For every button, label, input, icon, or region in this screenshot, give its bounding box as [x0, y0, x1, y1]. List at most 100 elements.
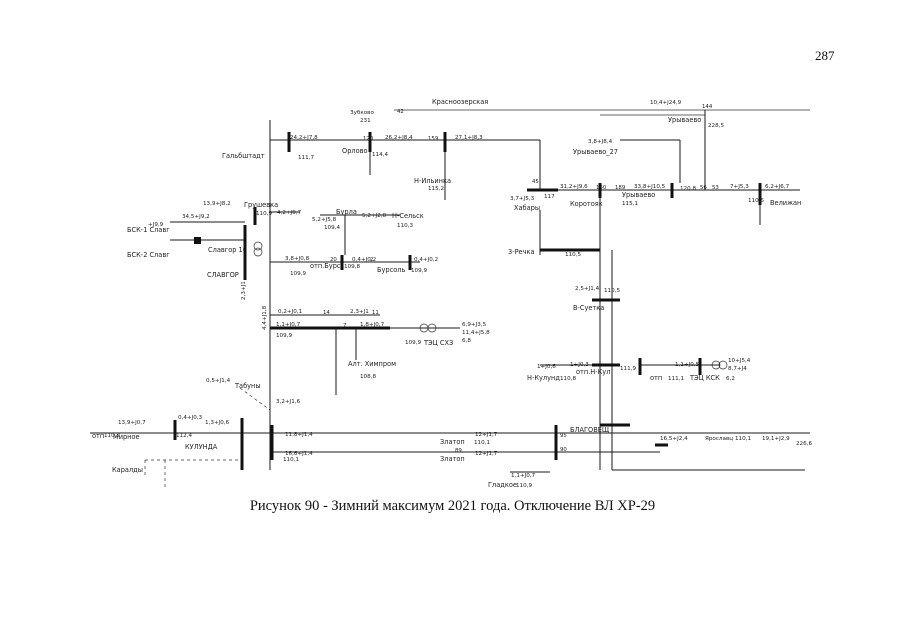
svg-text:7: 7 [343, 323, 346, 329]
label-mirnoe: Мирное [113, 433, 140, 441]
svg-text:24,2+J7,8: 24,2+J7,8 [290, 135, 318, 141]
svg-text:8,7+J4: 8,7+J4 [728, 366, 747, 372]
svg-text:10+J5,4: 10+J5,4 [728, 358, 751, 364]
node-42: 42 [397, 109, 404, 115]
svg-text:26,2+J8,4: 26,2+J8,4 [385, 135, 413, 141]
label-korotoyak: Коротояк [570, 200, 603, 208]
svg-text:0,4+J0,2: 0,4+J0,2 [414, 257, 438, 263]
svg-text:4,2+J0,7: 4,2+J0,7 [277, 210, 302, 216]
volt-n-selsk: 110,3 [397, 223, 413, 229]
label-zlatop2: Златоп [440, 455, 465, 463]
label-zlatop1: Златоп [440, 438, 465, 446]
svg-text:7+J5,3: 7+J5,3 [730, 184, 749, 190]
volt-gladkoe: 110,9 [516, 483, 532, 489]
volt-mirnoe: 112,4 [176, 433, 192, 439]
label-zubkovo: Зубково [350, 110, 374, 116]
svg-text:1,1+J0,7: 1,1+J0,7 [276, 322, 301, 328]
volt-tec-ksk: 6,2 [726, 376, 735, 382]
volt-uryvaevo-top: 228,5 [708, 123, 724, 129]
svg-text:12+J1,7: 12+J1,7 [475, 451, 498, 457]
svg-text:1,1+J0,7: 1,1+J0,7 [511, 473, 536, 479]
label-otp-ksk: отп [650, 374, 662, 382]
label-alt-himprom: Алт. Химпром [348, 360, 396, 368]
svg-text:0,5+J1,4: 0,5+J1,4 [206, 378, 231, 384]
transformer-slavgor-1 [253, 241, 263, 251]
svg-text:45: 45 [532, 179, 539, 185]
volt-galbshtadt: 111,7 [298, 155, 314, 161]
svg-text:2,3+J1: 2,3+J1 [241, 281, 247, 300]
svg-text:95: 95 [560, 433, 567, 439]
volt-n-ilinka: 115,2 [428, 186, 444, 192]
page-number: 287 [815, 48, 835, 63]
label-v-suetka: В-Суетка [573, 304, 604, 312]
svg-text:20: 20 [330, 257, 337, 263]
volt-zubkovo: 231 [360, 118, 371, 124]
svg-text:3,8+J0,8: 3,8+J0,8 [285, 256, 310, 262]
volt-otp-shz: 109,9 [405, 340, 421, 346]
svg-text:3,7+J5,3: 3,7+J5,3 [510, 196, 535, 202]
svg-text:1,3+J0,6: 1,3+J0,6 [205, 420, 230, 426]
svg-text:1,1+J0,5: 1,1+J0,5 [675, 362, 700, 368]
svg-text:5,2+J2,8: 5,2+J2,8 [362, 213, 387, 219]
svg-text:19,1+J2,9: 19,1+J2,9 [762, 436, 790, 442]
switch-slavgor10 [194, 237, 201, 244]
label-3-rechka: 3-Речка [508, 248, 535, 256]
figure-caption: Рисунок 90 - Зимний максимум 2021 года. … [249, 498, 656, 514]
volt-yaroslavts: 110,1 [735, 436, 751, 442]
svg-text:189: 189 [615, 185, 626, 191]
label-otp-left: отп [92, 432, 104, 440]
svg-text:34,5+J9,2: 34,5+J9,2 [182, 214, 210, 220]
volt-habary: 117 [544, 194, 555, 200]
svg-text:33,8+J10,5: 33,8+J10,5 [634, 184, 666, 190]
label-uryvaevo: Урываево [668, 116, 701, 124]
label-otp-n-kul: отп.Н-Кул [576, 368, 610, 376]
svg-text:2,5+J1,4: 2,5+J1,4 [575, 286, 600, 292]
svg-text:6,2+J6,7: 6,2+J6,7 [765, 184, 790, 190]
svg-text:120: 120 [363, 136, 374, 142]
label-slavgor: СЛАВГОР [207, 271, 239, 279]
label-uryvaevo27: Урываево_27 [573, 148, 618, 156]
volt-otp-ksk: 111,1 [668, 376, 684, 382]
svg-text:89: 89 [455, 448, 462, 454]
label-otp-burs: отп.Бурс [310, 262, 341, 270]
label-bsk2: БСК-2 Славг [127, 251, 170, 259]
label-slavgor10: Славгор 10 [208, 246, 247, 254]
svg-text:11,8+J1,4: 11,8+J1,4 [285, 432, 313, 438]
label-n-selsk: Н-Сельск [392, 212, 424, 220]
svg-text:5,2+J5,8: 5,2+J5,8 [312, 217, 337, 223]
svg-text:0,2+J0,1: 0,2+J0,1 [278, 309, 303, 315]
svg-text:159: 159 [428, 136, 439, 142]
volt-bursol: 109,9 [411, 268, 427, 274]
svg-text:11: 11 [372, 310, 379, 316]
svg-text:31,2+J9,6: 31,2+J9,6 [560, 184, 588, 190]
label-karaldy: Каралды [112, 466, 143, 474]
label-velizhan: Велижан [770, 199, 801, 207]
label-galbshtadt: Гальбштадт [222, 152, 265, 160]
volt-v-suetka: 110,5 [604, 288, 620, 294]
volt-grushevka: 110,9 [256, 211, 272, 217]
label-tec-ksk: ТЭЦ КСК [689, 374, 720, 382]
label-gladkoe: Гладкое [488, 481, 517, 489]
volt-right-end: 226,6 [796, 441, 812, 447]
transformer-slavgor-2 [253, 247, 263, 257]
svg-text:0,4+J0,3: 0,4+J0,3 [178, 415, 203, 421]
label-n-ilinka: Н-Ильинка [414, 177, 451, 185]
svg-text:53: 53 [712, 185, 719, 191]
label-yaroslavts: Ярославц [705, 436, 733, 442]
label-n-kulund: Н-Кулунд [527, 374, 560, 382]
svg-text:+J9,9: +J9,9 [148, 222, 164, 228]
svg-text:14: 14 [323, 310, 330, 316]
label-bursol: Бурсоль [377, 266, 405, 274]
volt-3-rechka: 110,5 [565, 252, 581, 258]
label-burla: Бурла [336, 208, 357, 216]
svg-text:11,4+J5,8: 11,4+J5,8 [462, 330, 490, 336]
volt-kulunda-lower: 110,1 [283, 457, 299, 463]
flow-top-1: 10,4+J24,9 [650, 100, 682, 106]
svg-text:12+J1,7: 12+J1,7 [475, 432, 498, 438]
volt-n-kulund: 110,8 [560, 376, 576, 382]
svg-text:56: 56 [700, 185, 707, 191]
svg-text:27,1+J8,3: 27,1+J8,3 [455, 135, 483, 141]
svg-text:1,8+J0,7: 1,8+J0,7 [360, 322, 385, 328]
volt-korotoyak: 115,1 [622, 201, 638, 207]
